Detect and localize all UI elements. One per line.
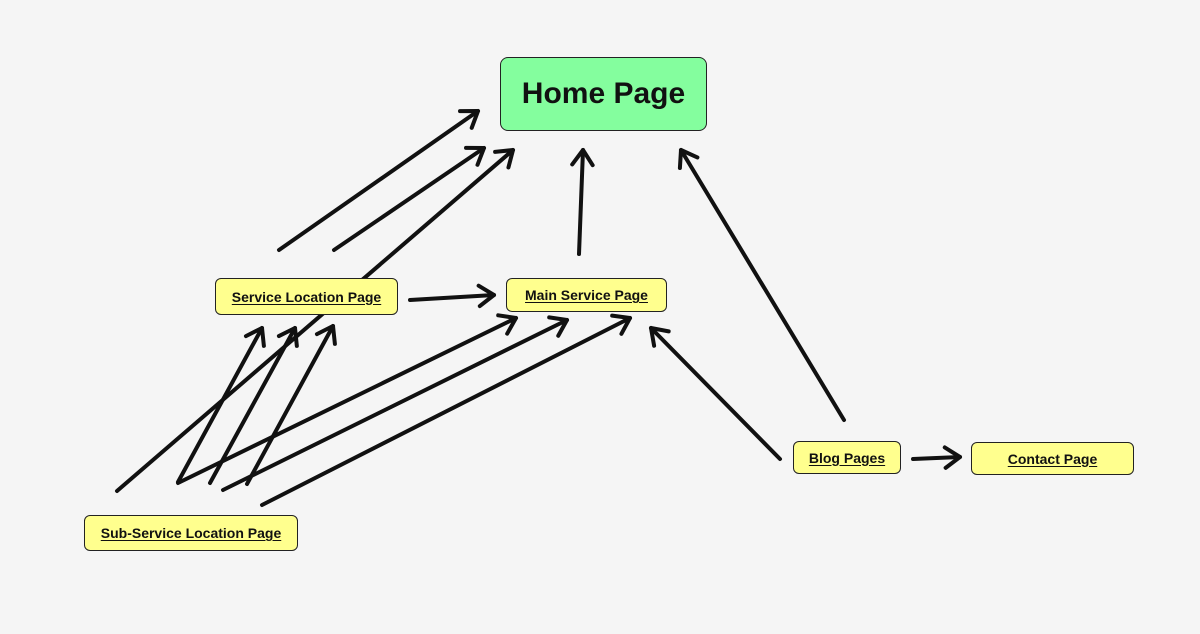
- arrow-shaft: [332, 146, 486, 252]
- arrow-shaft: [911, 455, 962, 461]
- arrow-shaft: [679, 148, 846, 422]
- arrow-shaft: [577, 148, 585, 256]
- arrow-service-location-to-home: [332, 145, 486, 252]
- arrow-sub-service-location-to-main-service: [176, 313, 518, 485]
- node-sub-service-location-page-label: Sub-Service Location Page: [100, 525, 282, 541]
- arrow-shaft: [245, 324, 335, 486]
- node-blog-pages-label: Blog Pages: [808, 449, 886, 466]
- arrow-sub-service-location-to-main-service: [221, 315, 569, 492]
- arrow-main-service-to-home: [570, 148, 595, 256]
- node-contact-page-label: Contact Page: [1007, 450, 1098, 467]
- arrow-shaft: [408, 293, 496, 302]
- arrow-shaft: [649, 326, 782, 461]
- node-service-location-page: Service Location Page: [215, 278, 398, 315]
- node-contact-page: Contact Page: [971, 442, 1134, 475]
- arrow-head: [496, 313, 518, 336]
- node-blog-pages: Blog Pages: [793, 441, 901, 474]
- arrow-head: [677, 148, 700, 170]
- arrow-shaft: [115, 148, 515, 493]
- arrow-shaft: [176, 316, 518, 485]
- arrow-shaft: [176, 326, 264, 484]
- arrow-sub-service-location-to-service-location: [176, 326, 266, 484]
- arrow-service-location-to-home: [277, 109, 480, 252]
- node-home-page: Home Page: [500, 57, 707, 131]
- arrow-shaft: [277, 109, 480, 252]
- arrow-shaft: [260, 316, 632, 507]
- arrow-sub-service-location-to-main-service: [260, 313, 632, 507]
- arrow-sub-service-location-to-home: [115, 148, 515, 493]
- arrow-service-location-to-main-service: [408, 283, 496, 309]
- arrow-head: [610, 313, 632, 336]
- arrow-sub-service-location-to-service-location: [208, 326, 299, 485]
- node-sub-service-location-page: Sub-Service Location Page: [84, 515, 298, 551]
- arrow-head: [942, 445, 962, 470]
- arrow-head: [464, 145, 486, 167]
- arrow-head: [476, 283, 496, 309]
- arrow-head: [458, 109, 480, 130]
- arrow-head: [243, 326, 266, 348]
- arrow-sub-service-location-to-service-location: [245, 324, 337, 486]
- arrow-head: [314, 324, 337, 346]
- node-home-page-label: Home Page: [521, 77, 686, 110]
- arrow-head: [276, 326, 299, 348]
- arrow-shaft: [221, 318, 569, 492]
- arrow-head: [649, 326, 671, 348]
- arrow-head: [570, 148, 595, 168]
- arrow-blog-to-home: [677, 148, 846, 422]
- node-main-service-page-label: Main Service Page: [525, 287, 648, 303]
- arrow-blog-to-main-service: [649, 326, 782, 461]
- arrow-head: [493, 148, 515, 170]
- arrow-shaft: [208, 326, 297, 485]
- node-service-location-page-label: Service Location Page: [231, 288, 382, 305]
- arrow-head: [547, 315, 569, 338]
- node-main-service-page: Main Service Page: [506, 278, 667, 312]
- arrow-blog-to-contact: [911, 445, 962, 470]
